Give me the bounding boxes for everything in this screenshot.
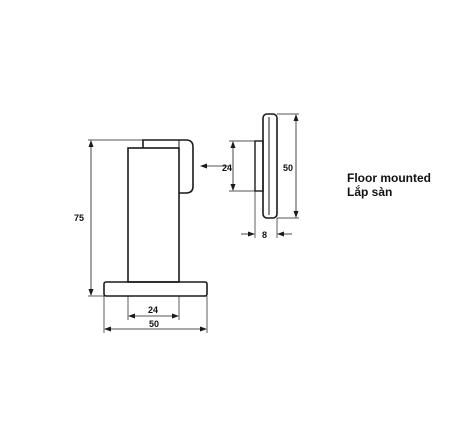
mounting-plate: [262, 113, 278, 219]
caption-vietnamese: Lắp sàn: [347, 185, 393, 199]
dimension-base-width-label: 50: [149, 319, 159, 329]
caption-english: Floor mounted: [347, 171, 431, 185]
dimension-height-label: 75: [74, 213, 84, 223]
dimension-plate-thickness-label: 8: [262, 230, 267, 240]
dimension-height: 75: [74, 140, 94, 296]
dimension-plate-height-label: 50: [283, 163, 293, 173]
dimension-post-width: 24: [127, 296, 180, 320]
dimension-pad-height-label: 24: [222, 163, 232, 173]
base-plate: [103, 281, 208, 297]
dimension-plate-thickness: 8: [241, 230, 292, 240]
front-view: [88, 139, 208, 297]
rubber-pad: [254, 140, 264, 192]
post: [127, 147, 180, 283]
dimension-plate-height: 50: [283, 114, 299, 218]
direction-arrow: [200, 163, 229, 169]
dimension-post-width-label: 24: [148, 305, 158, 315]
dimension-pad-height: 24: [222, 141, 236, 191]
bumper-head: [142, 139, 194, 194]
side-view: [229, 113, 299, 238]
dimension-base-width: 50: [103, 296, 208, 333]
